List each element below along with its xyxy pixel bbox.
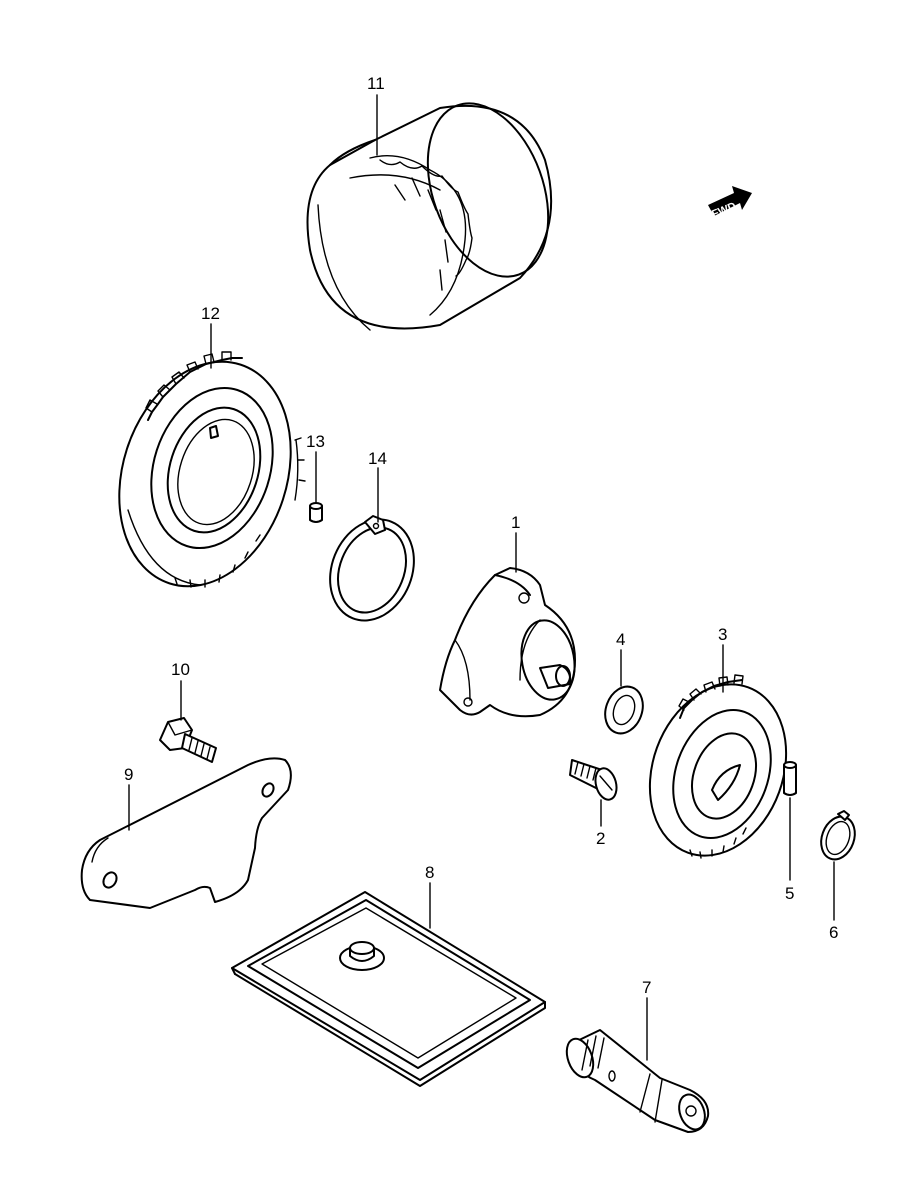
part-12-drive-gear bbox=[118, 351, 306, 588]
part-4-washer bbox=[604, 685, 644, 735]
part-9-bracket-plate bbox=[80, 757, 292, 909]
part-7-oil-fitting bbox=[565, 1029, 710, 1133]
callout-10: 10 bbox=[171, 660, 190, 679]
callout-7: 7 bbox=[642, 978, 651, 997]
callout-13: 13 bbox=[306, 432, 325, 451]
leader-lines bbox=[128, 94, 835, 1061]
callout-1: 1 bbox=[511, 513, 520, 532]
part-5-dowel-pin bbox=[783, 761, 797, 796]
part-6-circlip bbox=[820, 810, 856, 861]
callout-3: 3 bbox=[718, 625, 727, 644]
part-1-oil-pump bbox=[439, 567, 576, 718]
callout-6: 6 bbox=[829, 923, 838, 942]
callout-9: 9 bbox=[124, 765, 133, 784]
callout-8: 8 bbox=[425, 863, 434, 882]
callout-5: 5 bbox=[785, 884, 794, 903]
callout-2: 2 bbox=[596, 829, 605, 848]
part-14-circlip bbox=[329, 515, 415, 622]
callout-14: 14 bbox=[368, 449, 387, 468]
callout-4: 4 bbox=[616, 630, 625, 649]
part-3-driven-gear bbox=[648, 674, 788, 859]
part-13-pin bbox=[309, 502, 323, 523]
fwd-arrow-icon: FWD bbox=[708, 186, 752, 221]
callout-12: 12 bbox=[201, 304, 220, 323]
callout-11: 11 bbox=[367, 74, 385, 93]
part-10-bolt bbox=[159, 717, 217, 763]
callout-labels: 11 12 13 14 1 4 3 10 9 2 5 6 8 7 bbox=[124, 74, 838, 997]
part-8-oil-strainer bbox=[231, 891, 546, 1087]
part-11-oil-filter bbox=[306, 102, 553, 331]
part-2-screw bbox=[569, 759, 618, 801]
